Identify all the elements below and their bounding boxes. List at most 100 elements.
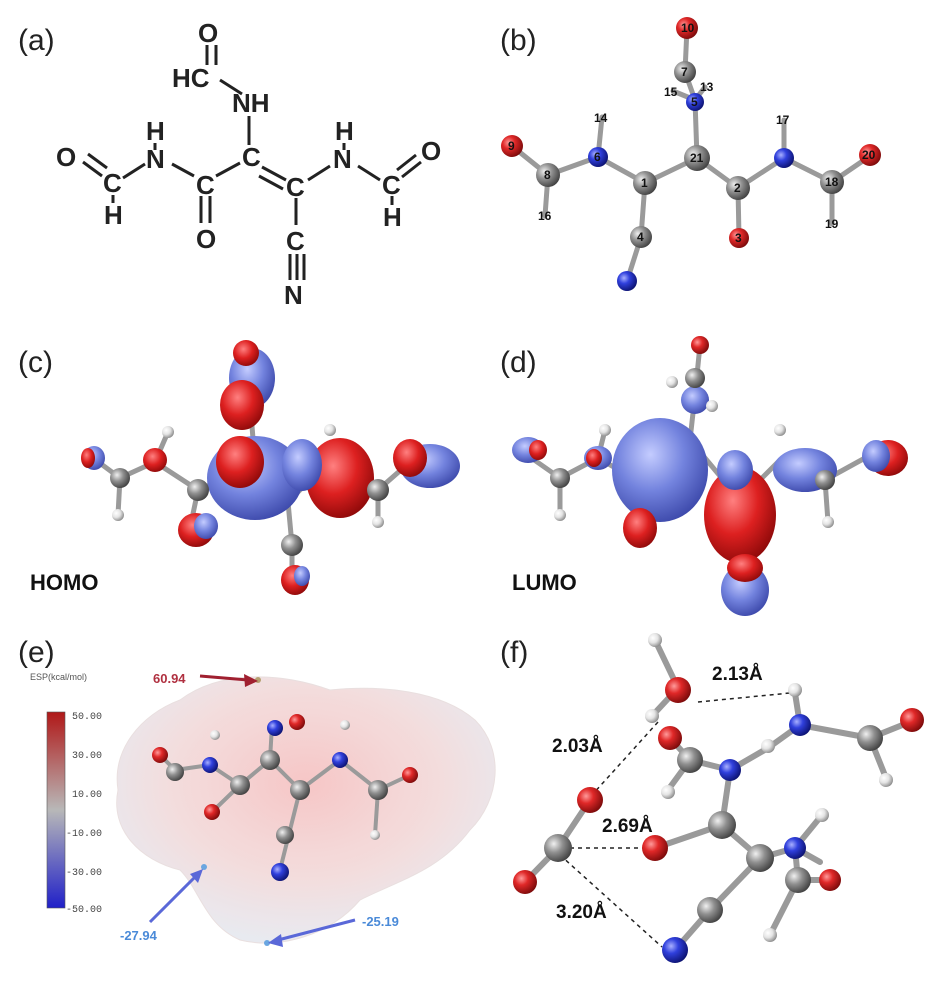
homo-lobe-n-cn-blue bbox=[294, 566, 310, 586]
atom-number-13: 13 bbox=[700, 80, 714, 94]
lumo-lobe-n-red bbox=[586, 449, 602, 467]
lumo-atom-h4 bbox=[599, 424, 611, 436]
atom-number-7: 7 bbox=[681, 65, 688, 79]
atom-number-10: 10 bbox=[681, 21, 695, 35]
lumo-lobe-left bbox=[612, 418, 708, 522]
esp-surface bbox=[116, 676, 496, 944]
atom-c-amide-left: C bbox=[196, 170, 215, 200]
esp-tick-10: 10.00 bbox=[72, 790, 102, 801]
f-atom-o3 bbox=[819, 869, 841, 891]
homo-orbital bbox=[81, 340, 460, 595]
f-atom-c1 bbox=[677, 747, 703, 773]
distance-label-2: 2.03Å bbox=[552, 736, 603, 757]
homo-lobe-right-red bbox=[306, 438, 374, 518]
esp-min-arrow-2 bbox=[277, 918, 356, 942]
atom-number-9: 9 bbox=[508, 139, 515, 153]
atom-number-20: 20 bbox=[862, 148, 876, 162]
esp-atom-c4 bbox=[290, 780, 310, 800]
esp-min-point-2 bbox=[264, 940, 270, 946]
esp-atom-h1 bbox=[370, 830, 380, 840]
lumo-lobe-bottom-left-red bbox=[623, 508, 657, 548]
lumo-atom-c-top bbox=[685, 368, 705, 388]
homo-atom-c3 bbox=[281, 534, 303, 556]
esp-tick-50: 50.00 bbox=[72, 712, 102, 723]
atom-h-right-n: H bbox=[335, 116, 354, 146]
atom-h-left-c: H bbox=[104, 200, 123, 230]
lumo-lobe-far-right-blue bbox=[862, 440, 890, 472]
molecule-numbered: 10 7 15 13 5 14 17 9 6 21 20 8 1 2 18 16… bbox=[501, 17, 881, 291]
atom-h-left-n: H bbox=[146, 116, 165, 146]
esp-max-arrowhead bbox=[244, 674, 258, 687]
lumo-orbital bbox=[512, 336, 908, 616]
esp-atom-c1 bbox=[166, 763, 184, 781]
atom-c-left: C bbox=[103, 168, 122, 198]
lumo-atom-h1 bbox=[666, 376, 678, 388]
esp-atom-n1 bbox=[202, 757, 218, 773]
atom-c-right: C bbox=[382, 170, 401, 200]
atom-n-left: N bbox=[146, 144, 165, 174]
f-atom-n2 bbox=[662, 937, 688, 963]
atom-number-21: 21 bbox=[690, 151, 704, 165]
homo-atom-c2 bbox=[187, 479, 209, 501]
f-atom-c5 bbox=[785, 867, 811, 893]
f-atom-water-o bbox=[665, 677, 691, 703]
esp-tick-m30: -30.00 bbox=[66, 868, 102, 879]
f-atom-h1 bbox=[661, 785, 675, 799]
atom-number-3: 3 bbox=[735, 231, 742, 245]
esp-tick-m10: -10.00 bbox=[66, 829, 102, 840]
esp-atom-o3 bbox=[289, 714, 305, 730]
esp-max-label: 60.94 bbox=[153, 671, 186, 686]
lumo-lobe-far-left-red bbox=[529, 440, 547, 460]
atom-o-top: O bbox=[198, 18, 218, 48]
f-atom-h2 bbox=[761, 739, 775, 753]
esp-min-label-1: -27.94 bbox=[120, 928, 158, 943]
f-atom-h6 bbox=[879, 773, 893, 787]
homo-atom-c4 bbox=[367, 479, 389, 501]
atom-number-6: 6 bbox=[594, 150, 601, 164]
homo-atom-h bbox=[112, 509, 124, 521]
h-bond-complex: 2.13Å 2.03Å 2.69Å 3.20Å bbox=[513, 633, 924, 963]
lumo-atom-h5 bbox=[774, 424, 786, 436]
panel-label-c: (c) bbox=[18, 346, 53, 379]
atom-c4 bbox=[630, 226, 652, 248]
atom-number-2: 2 bbox=[734, 181, 741, 195]
esp-atom-o4 bbox=[402, 767, 418, 783]
homo-atom-h4 bbox=[324, 424, 336, 436]
homo-lobe-o-top bbox=[233, 340, 259, 366]
homo-atom-h3 bbox=[372, 516, 384, 528]
lumo-atom-c1 bbox=[550, 468, 570, 488]
panel-label-a: (a) bbox=[18, 24, 55, 57]
homo-lobe-left-red bbox=[81, 448, 95, 468]
atom-number-1: 1 bbox=[641, 176, 648, 190]
esp-tick-30: 30.00 bbox=[72, 751, 102, 762]
lumo-lobe-center-blue bbox=[717, 450, 753, 490]
esp-atom-n3 bbox=[271, 863, 289, 881]
homo-lobe-top-red bbox=[220, 380, 264, 430]
f-atom-c6 bbox=[857, 725, 883, 751]
atom-number-17: 17 bbox=[776, 113, 790, 127]
f-atom-water-h2 bbox=[645, 709, 659, 723]
esp-tick-m50: -50.00 bbox=[66, 905, 102, 916]
homo-lobe-far-right-red bbox=[393, 439, 427, 477]
atom-number-4: 4 bbox=[637, 230, 644, 244]
atom-number-19: 19 bbox=[825, 217, 839, 231]
esp-atom-c2 bbox=[230, 775, 250, 795]
esp-min-arrowhead-1 bbox=[190, 869, 203, 883]
atom-o-amide-left: O bbox=[196, 224, 216, 254]
distance-label-4: 3.20Å bbox=[556, 902, 607, 923]
atom-n-nitrile: N bbox=[284, 280, 303, 310]
homo-lobe-center-red bbox=[216, 436, 264, 488]
atom-n-right bbox=[774, 148, 794, 168]
f-atom-c2 bbox=[708, 811, 736, 839]
distance-label-1: 2.13Å bbox=[712, 664, 763, 685]
homo-lobe-right-blue bbox=[282, 439, 322, 491]
atom-number-8: 8 bbox=[544, 168, 551, 182]
f-atom-c4 bbox=[697, 897, 723, 923]
atom-number-15: 15 bbox=[664, 85, 678, 99]
atom-c21 bbox=[684, 145, 710, 171]
f-atom-n4 bbox=[789, 714, 811, 736]
atom-n6 bbox=[588, 147, 608, 167]
atom-n-cn bbox=[617, 271, 637, 291]
lumo-lobe-top-n bbox=[681, 386, 709, 414]
